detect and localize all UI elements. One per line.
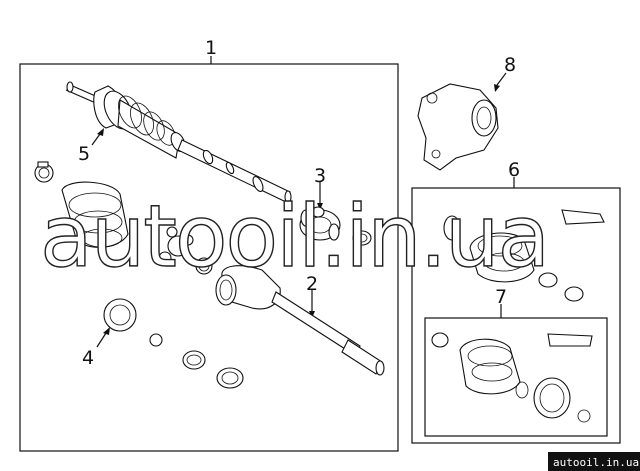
callout-7: 7 <box>495 286 507 308</box>
callout-4: 4 <box>82 347 94 369</box>
callout-5: 5 <box>78 143 90 165</box>
arrow-5 <box>97 128 104 136</box>
watermark-text: autooil.in.ua <box>40 187 548 287</box>
source-badge: autooil.in.ua <box>553 456 639 469</box>
left-boot-drawing <box>61 181 129 248</box>
bearing-drawing <box>103 298 244 389</box>
arrow-8 <box>494 84 500 92</box>
leader-4 <box>96 332 107 348</box>
bracket-drawing <box>417 83 499 171</box>
callout-3: 3 <box>314 165 326 187</box>
leader-8 <box>496 72 507 86</box>
clamp-right-drawing <box>352 230 372 246</box>
inner-joint-drawing <box>299 206 341 241</box>
outer-cv-joint-drawing <box>65 81 292 204</box>
clamp-left-drawing <box>34 161 54 183</box>
callout-1: 1 <box>205 37 217 59</box>
frame-kit-6 <box>411 187 621 444</box>
tripod-drawing <box>158 226 213 275</box>
frame-kit-7 <box>424 317 608 437</box>
callout-6: 6 <box>508 159 520 181</box>
arrow-3 <box>317 203 323 210</box>
callout-8: 8 <box>504 54 516 76</box>
kit-7-drawing <box>431 332 593 423</box>
kit-6-drawing <box>443 209 605 302</box>
arrow-4 <box>103 327 110 335</box>
callout-2: 2 <box>306 273 318 295</box>
inner-shaft-drawing <box>215 265 385 376</box>
frame-assembly-1 <box>19 63 399 452</box>
source-badge-bg <box>548 452 640 471</box>
leader-5 <box>91 133 101 146</box>
